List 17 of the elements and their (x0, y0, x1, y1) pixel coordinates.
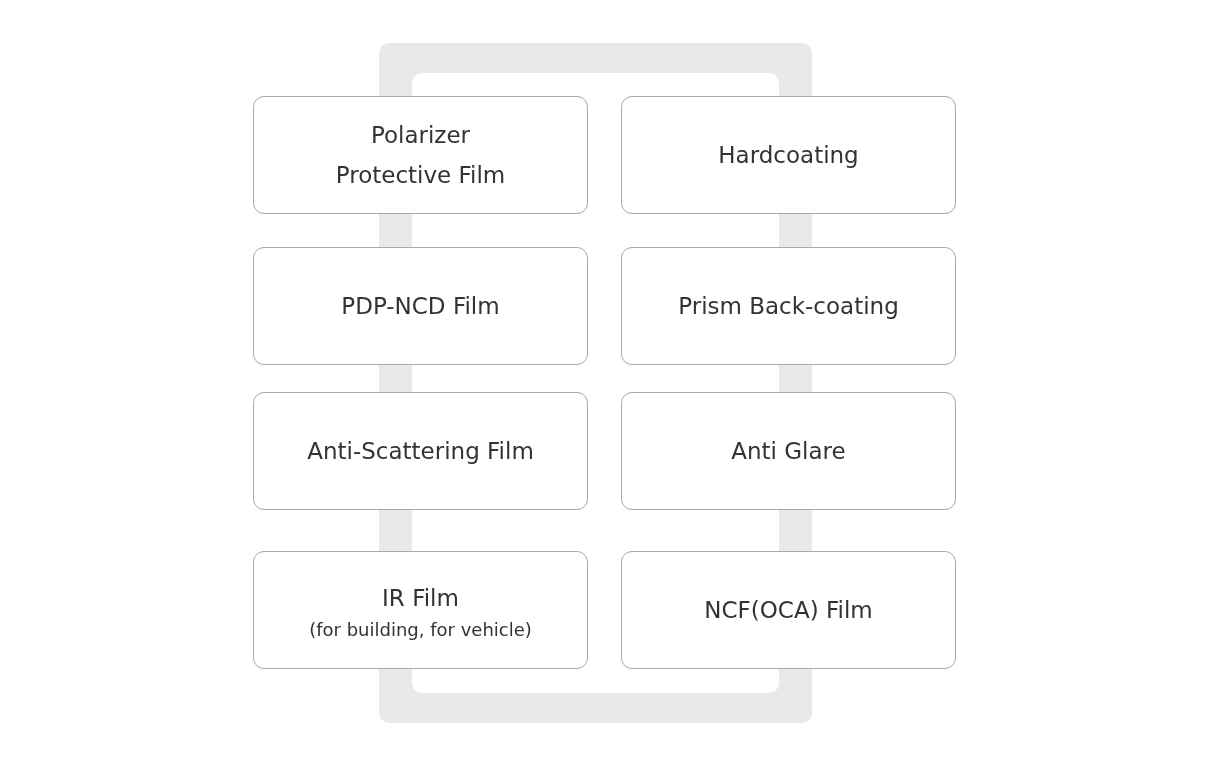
item-card (253, 551, 588, 669)
item-title: Anti Glare (731, 437, 846, 466)
item-title: Hardcoating (718, 141, 859, 170)
item-title: Polarizer Protective Film (334, 121, 507, 190)
item-title: Anti-Scattering Film (307, 437, 534, 466)
item-title: NCF(OCA) Film (704, 596, 873, 625)
item-card (621, 96, 956, 214)
item-card (621, 247, 956, 365)
item-card (621, 551, 956, 669)
item-card (621, 392, 956, 510)
item-title: IR Film (382, 584, 459, 613)
item-card (253, 392, 588, 510)
item-title: Prism Back-coating (678, 292, 899, 321)
item-card (253, 96, 588, 214)
item-card (253, 247, 588, 365)
item-title: PDP-NCD Film (341, 292, 500, 321)
item-note: (for building, for vehicle) (309, 618, 532, 642)
